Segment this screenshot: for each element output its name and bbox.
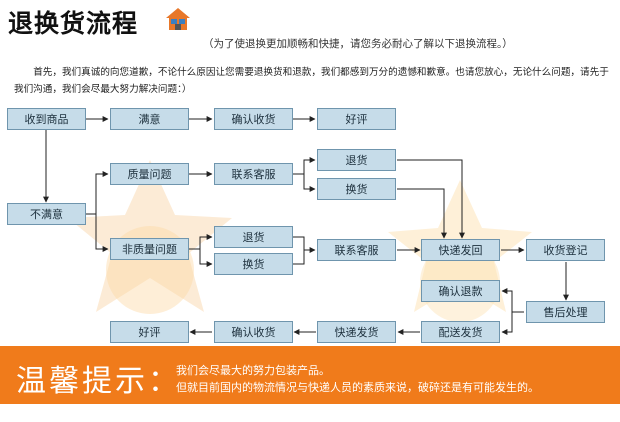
arrow-contact-to-return xyxy=(293,157,316,175)
node-after-sales: 售后处理 xyxy=(526,301,605,323)
node-courier-return: 快递发回 xyxy=(421,239,500,261)
page-title: 退换货流程 xyxy=(8,9,139,38)
arrow-nonquality-to-return xyxy=(189,234,213,250)
arrow-aftersales-to-refund xyxy=(501,288,524,313)
tip-banner xyxy=(0,346,620,404)
node-exchange-quality: 换货 xyxy=(317,178,396,200)
node-ship-out: 配送发货 xyxy=(421,321,500,343)
node-confirm-receipt-bottom: 确认收货 xyxy=(214,321,293,343)
node-return-quality: 退货 xyxy=(317,149,396,171)
arrow-return-to-courier xyxy=(397,159,465,239)
tip-title: 温馨提示： xyxy=(16,364,181,399)
node-quality-issue: 质量问题 xyxy=(110,163,189,185)
arrow-unsatisfied-to-nonquality xyxy=(95,214,109,252)
node-receipt-register: 收货登记 xyxy=(526,239,605,261)
arrow-nonquality-to-exchange xyxy=(199,249,213,267)
node-contact-service-nonquality: 联系客服 xyxy=(317,239,396,261)
node-good-review-bottom: 好评 xyxy=(110,321,189,343)
node-exchange-nonquality: 换货 xyxy=(214,253,293,275)
node-receive-goods: 收到商品 xyxy=(7,108,86,130)
node-contact-service-quality: 联系客服 xyxy=(214,163,293,185)
page-subtitle: （为了使退换更加顺畅和快捷，请您务必耐心了解以下退换流程。） xyxy=(203,38,513,50)
watermark-star-left xyxy=(68,160,232,312)
node-confirm-receipt-top: 确认收货 xyxy=(214,108,293,130)
tip-line-1: 我们会尽最大的努力包装产品。 xyxy=(176,364,330,377)
tip-line-2: 但就目前国内的物流情况与快递人员的素质来说，破碎还是有可能发生的。 xyxy=(176,381,539,394)
arrow-contact-to-exchange xyxy=(303,174,316,192)
node-confirm-refund: 确认退款 xyxy=(421,280,500,302)
arrow-aftersales-to-ship xyxy=(501,312,513,335)
intro-paragraph: 首先，我们真诚的向您道歉，不论什么原因让您需要退换货和退款，我们都感到万分的遗憾… xyxy=(14,64,610,98)
arrow-unsatisfied-to-quality xyxy=(86,171,109,215)
node-courier-ship: 快递发货 xyxy=(317,321,396,343)
node-return-nonquality: 退货 xyxy=(214,226,293,248)
house-icon xyxy=(166,8,190,30)
intro-text: 首先，我们真诚的向您道歉，不论什么原因让您需要退换货和退款，我们都感到万分的遗憾… xyxy=(14,67,609,95)
node-good-review-top: 好评 xyxy=(317,108,396,130)
arrow-nonquality-exchange-merge xyxy=(293,250,305,265)
arrow-exchange-to-courier xyxy=(397,188,447,239)
arrow-nonquality-merge-to-contact xyxy=(293,236,316,253)
node-unsatisfied: 不满意 xyxy=(7,203,86,225)
node-non-quality-issue: 非质量问题 xyxy=(110,238,189,260)
node-satisfied: 满意 xyxy=(110,108,189,130)
